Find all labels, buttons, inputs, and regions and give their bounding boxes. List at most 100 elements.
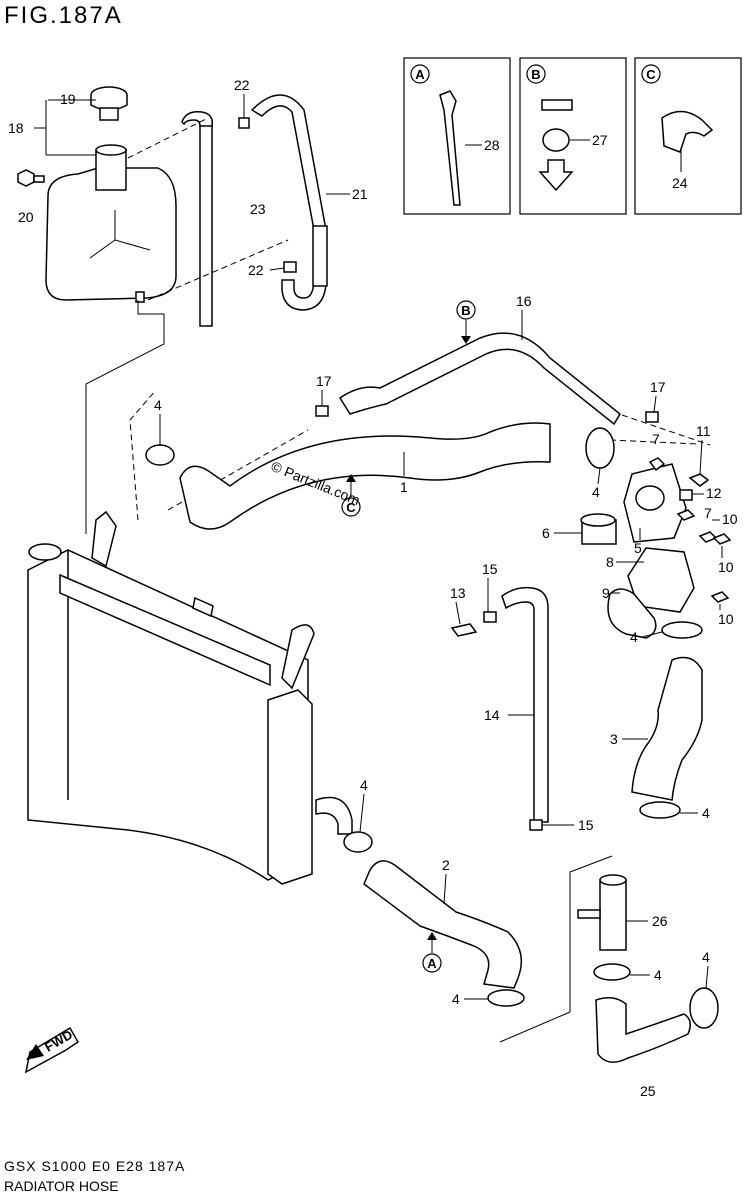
thermostat-housing-8 (627, 547, 695, 613)
svg-text:C: C (346, 500, 356, 515)
radiator (27, 510, 353, 885)
figure-title: FIG.187A (4, 2, 123, 29)
washer-12 (679, 489, 693, 501)
part-label-24: 24 (672, 175, 688, 191)
callout-20: 20 (18, 209, 34, 225)
hose-clamp-4-hose3 (639, 801, 681, 819)
hose-clamp-1-right (585, 427, 615, 469)
callout-4-hose25: 4 (702, 949, 710, 965)
callout-26: 26 (652, 913, 668, 929)
fitting-13 (450, 623, 478, 637)
arrow-tag-c: C (341, 474, 361, 517)
hose-clip-15-top (483, 611, 497, 623)
callout-7-side: 7 (704, 505, 712, 521)
callout-4-clamp-right: 4 (592, 484, 600, 500)
callout-4-pipe: 4 (654, 967, 662, 983)
callout-3: 3 (610, 731, 618, 747)
cable-tie-part (439, 90, 461, 206)
callout-4-clamp-left: 4 (154, 397, 162, 413)
svg-text:A: A (427, 956, 437, 971)
bolt-10-b (712, 533, 732, 545)
down-arrow-icon (538, 159, 574, 192)
callout-22-bottom: 22 (248, 262, 264, 278)
inset-box-a: A 28 (403, 57, 511, 215)
callout-17-right: 17 (650, 379, 666, 395)
callout-17-left: 17 (316, 373, 332, 389)
hose-clip-22-top (238, 117, 250, 129)
bypass-hose-16 (338, 332, 621, 426)
callout-9: 9 (602, 585, 610, 601)
hose-clip-17-right (645, 411, 659, 423)
callout-15-top: 15 (482, 561, 498, 577)
water-pipe-26 (599, 879, 627, 951)
upper-radiator-hose-1 (179, 422, 551, 530)
hose-clip-22-bottom (283, 261, 297, 273)
callout-21: 21 (352, 186, 368, 202)
callout-12: 12 (706, 485, 722, 501)
bolt-10-a (698, 531, 718, 543)
thermostat-assembly (580, 457, 732, 639)
water-hose-25 (595, 997, 691, 1063)
callout-16: 16 (516, 293, 532, 309)
callout-2: 2 (442, 857, 450, 873)
part-label-27: 27 (592, 132, 608, 148)
callout-23: 23 (250, 201, 266, 217)
diagram-code: GSX S1000 E0 E28 187A (4, 1158, 186, 1174)
callout-15-bottom: 15 (578, 817, 594, 833)
callout-14: 14 (484, 707, 500, 723)
callout-10-b: 10 (718, 559, 734, 575)
inset-letter-c: C (646, 67, 656, 82)
callout-13: 13 (450, 585, 466, 601)
tank-bolt (17, 169, 45, 187)
bolt-11 (688, 473, 710, 487)
callout-10-c: 10 (718, 611, 734, 627)
diagram-name: RADIATOR HOSE (4, 1178, 119, 1194)
hose-clip-17-left (315, 405, 329, 417)
arrow-tag-b: B (456, 300, 476, 344)
hose-clamp-4-pipe (593, 963, 631, 981)
callout-11: 11 (696, 423, 711, 439)
radiator-filler-neck (28, 543, 62, 561)
callout-4-hose2-top: 4 (360, 777, 368, 793)
callout-8: 8 (606, 554, 614, 570)
bolt-10-c (710, 591, 730, 603)
callout-5: 5 (634, 540, 642, 556)
radiator-hose-3 (631, 656, 703, 801)
callout-22-top: 22 (234, 77, 250, 93)
arrow-tag-a: A (422, 932, 442, 973)
bolt-7-side (676, 509, 696, 521)
callout-25: 25 (640, 1083, 656, 1099)
reservoir-tank (45, 144, 177, 303)
reservoir-cap (90, 86, 128, 121)
callout-4-hose3: 4 (702, 805, 710, 821)
inset-letter-b: B (531, 67, 540, 82)
hose-clamp-ring (542, 128, 570, 152)
o-ring-9 (607, 588, 657, 639)
hose-clamp-4-thermo (661, 621, 703, 639)
callout-7-top: 7 (652, 431, 660, 447)
hose-clamp-4-hose2-bottom (487, 989, 525, 1007)
hose-clamp-1-left (145, 444, 175, 466)
callout-4-thermo: 4 (630, 629, 638, 645)
callouts: 19 18 20 22 23 21 22 16 17 17 4 1 4 7 11… (8, 77, 738, 1099)
reservoir-hose-23 (199, 119, 213, 327)
hose-clamp-4-hose2-top (343, 831, 373, 853)
bolt-7-top (648, 457, 666, 472)
callout-1: 1 (400, 479, 408, 495)
hose-clip-15-bottom (529, 819, 543, 831)
callout-4-hose2-bottom: 4 (452, 991, 460, 1007)
callout-19: 19 (60, 91, 76, 107)
svg-text:B: B (461, 303, 470, 318)
hose-sleeve (312, 225, 328, 287)
reservoir-hose-23-top (181, 110, 214, 127)
inset-box-c: C 24 (634, 57, 742, 215)
hose-clamp-4-hose25 (689, 987, 719, 1029)
callout-18: 18 (8, 120, 24, 136)
fwd-direction-icon: FWD (24, 1027, 79, 1074)
callout-6: 6 (542, 525, 550, 541)
inset-letter-a: A (415, 67, 425, 82)
overflow-hose-21 (250, 94, 327, 311)
lower-radiator-hose-2 (363, 860, 523, 989)
part-label-28: 28 (484, 137, 500, 153)
